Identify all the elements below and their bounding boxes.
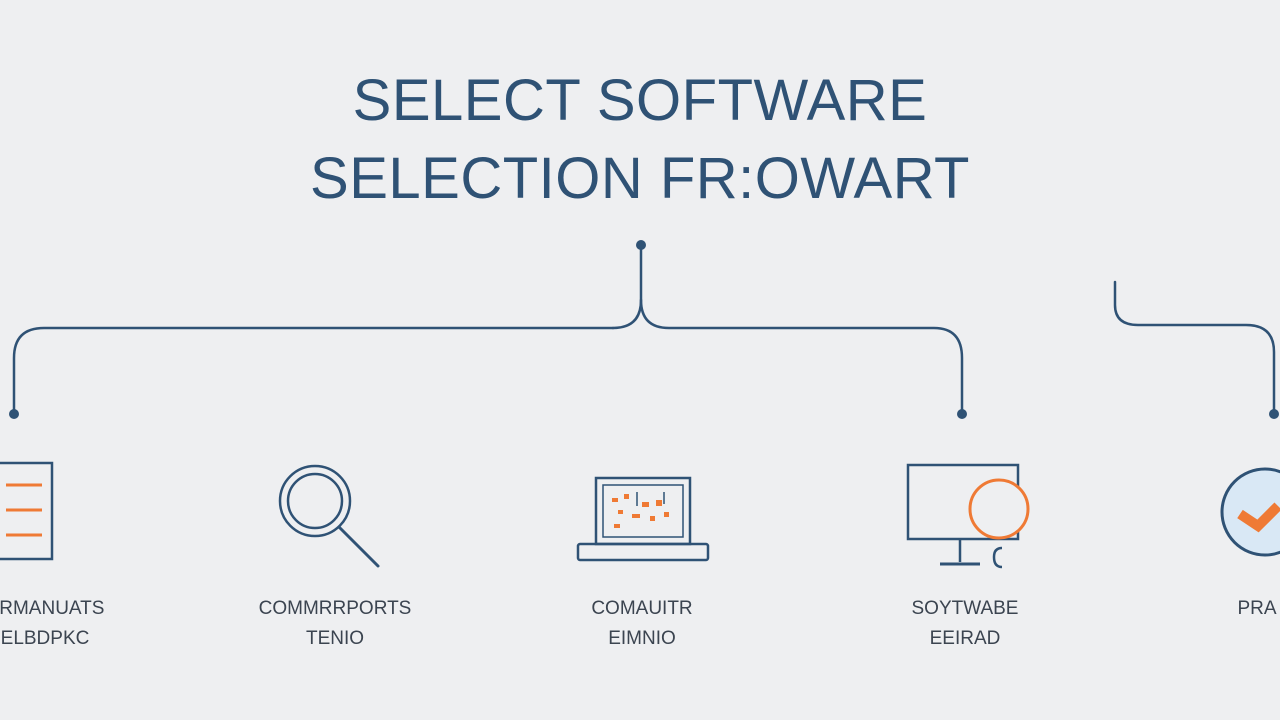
title-line-1: SELECT SOFTWARE [352, 68, 928, 133]
node-label-4-line1: SOYTWABE [911, 598, 1019, 619]
title-line-2: SELECTION FR:OWART [310, 146, 970, 211]
connector-left-branch [12, 326, 615, 416]
node-label-4-line2: EEIRAD [929, 628, 1001, 649]
node-label-4: SOYTWABE EEIRAD [845, 594, 1085, 654]
node-label-2-line2: TENIO [305, 628, 365, 649]
check-circle-icon [1220, 467, 1280, 557]
connector-dot-top [636, 240, 646, 250]
node-label-5-line1: PRA [1237, 598, 1277, 619]
node-label-5: PRA [1137, 594, 1280, 624]
node-label-2: COMMRRPORTS TENIO [215, 594, 455, 654]
node-label-1-line2: ELBDPKC [0, 628, 90, 649]
connector-dot-1 [9, 409, 19, 419]
connector-trunk [611, 243, 643, 330]
connector-dot-4 [957, 409, 967, 419]
node-label-2-line1: COMMRRPORTS [258, 598, 412, 619]
connector-far-right [1113, 280, 1276, 416]
monitor-icon [906, 463, 1030, 569]
node-label-1: CRMANUATS ELBDPKC [0, 594, 165, 654]
node-label-3-line1: COMAUITR [591, 598, 693, 619]
connector-right-branch [639, 298, 964, 416]
magnifier-icon [278, 464, 380, 568]
laptop-icon [576, 476, 710, 562]
node-label-3: COMAUITR EIMNIO [522, 594, 762, 654]
node-label-1-line1: CRMANUATS [0, 598, 105, 619]
node-label-3-line2: EIMNIO [608, 628, 676, 649]
connector-dot-5 [1269, 409, 1279, 419]
checklist-icon [0, 461, 54, 561]
